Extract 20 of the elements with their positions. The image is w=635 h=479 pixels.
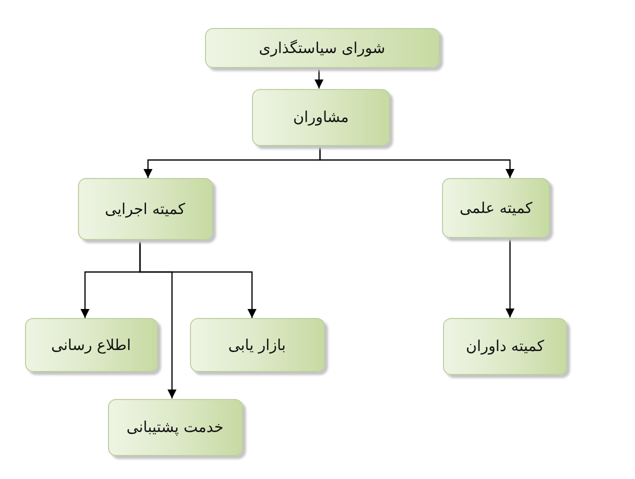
process-box — [108, 398, 242, 456]
label: کمیته علمی — [460, 199, 532, 217]
process-box — [78, 178, 212, 240]
arrow — [139, 240, 176, 398]
process-box — [204, 28, 440, 68]
arrow — [506, 238, 514, 318]
label: بازار یابی — [228, 336, 286, 354]
label: کمیته اجرایی — [104, 200, 186, 218]
label: خدمت پشتیبانی — [126, 418, 224, 436]
label: شورای سیاستگذاری — [258, 39, 386, 57]
process-box — [24, 318, 158, 372]
process-box — [190, 318, 324, 372]
process-box — [442, 178, 550, 238]
process-box — [252, 88, 390, 146]
process-box — [443, 318, 567, 374]
label: کمیته داوران — [466, 337, 544, 355]
label: اطلاع رسانی — [51, 336, 131, 354]
arrow — [144, 146, 321, 178]
label: مشاوران — [293, 108, 349, 126]
arrow — [314, 68, 324, 88]
